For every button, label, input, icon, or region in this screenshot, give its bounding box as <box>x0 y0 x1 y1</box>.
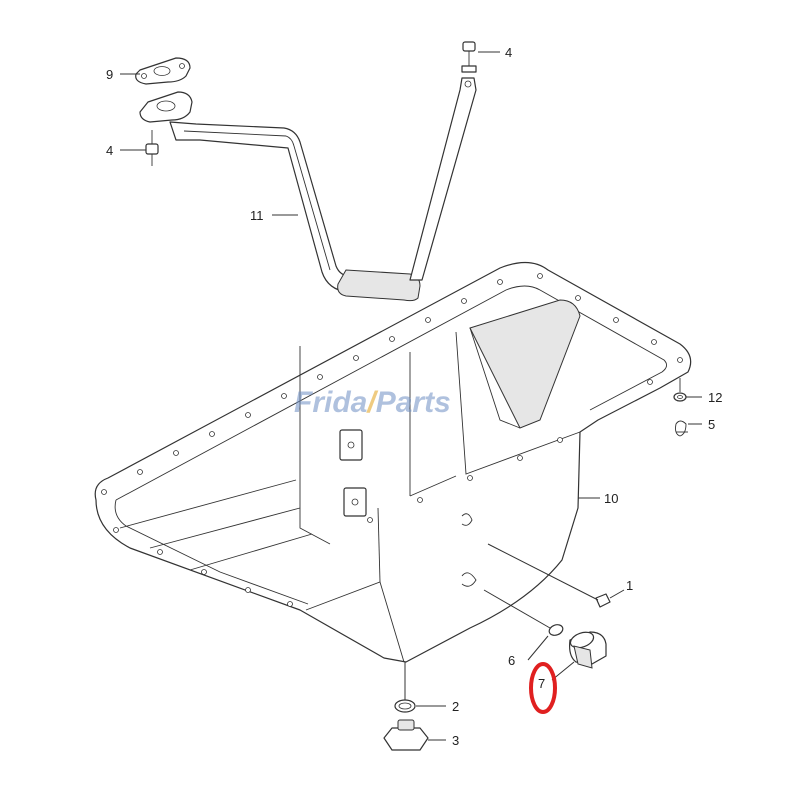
callout-4-upper: 4 <box>505 45 512 60</box>
callout-12: 12 <box>708 390 722 405</box>
highlight-ring-part-7 <box>529 662 557 714</box>
bolt-part-4-lower <box>145 130 159 166</box>
gasket-part-9 <box>135 57 191 85</box>
drain-plug-part-3 <box>383 719 429 751</box>
callout-11: 11 <box>250 208 264 223</box>
callout-6: 6 <box>508 653 515 668</box>
callout-1: 1 <box>626 578 633 593</box>
bolt-part-1 <box>487 543 611 608</box>
support-bracket <box>409 41 477 281</box>
oil-pan-part-10 <box>94 261 692 663</box>
callout-2: 2 <box>452 699 459 714</box>
watermark-brand-prefix: Frida <box>294 386 367 419</box>
callout-9: 9 <box>106 67 113 82</box>
suction-pipe-part-11 <box>139 91 421 302</box>
watermark-brand-suffix: Parts <box>376 386 451 419</box>
callout-3: 3 <box>452 733 459 748</box>
callout-labels: 9 4 4 11 12 5 10 1 6 7 2 3 <box>106 45 722 748</box>
callout-7: 7 <box>538 676 545 691</box>
washer-part-12 <box>673 378 687 402</box>
callout-5: 5 <box>708 417 715 432</box>
drain-plug-part-7 <box>569 631 607 669</box>
clip-part-5 <box>675 420 688 437</box>
o-ring-part-2 <box>394 662 416 713</box>
svg-text:Frida/Parts: Frida/Parts <box>294 386 451 419</box>
flange-bolt-holes <box>101 273 683 607</box>
watermark-slash-mark: / <box>365 386 378 419</box>
callout-4-lower: 4 <box>106 143 113 158</box>
callout-10: 10 <box>604 491 618 506</box>
watermark: Frida/Parts <box>294 386 451 419</box>
o-ring-part-6 <box>483 589 564 636</box>
